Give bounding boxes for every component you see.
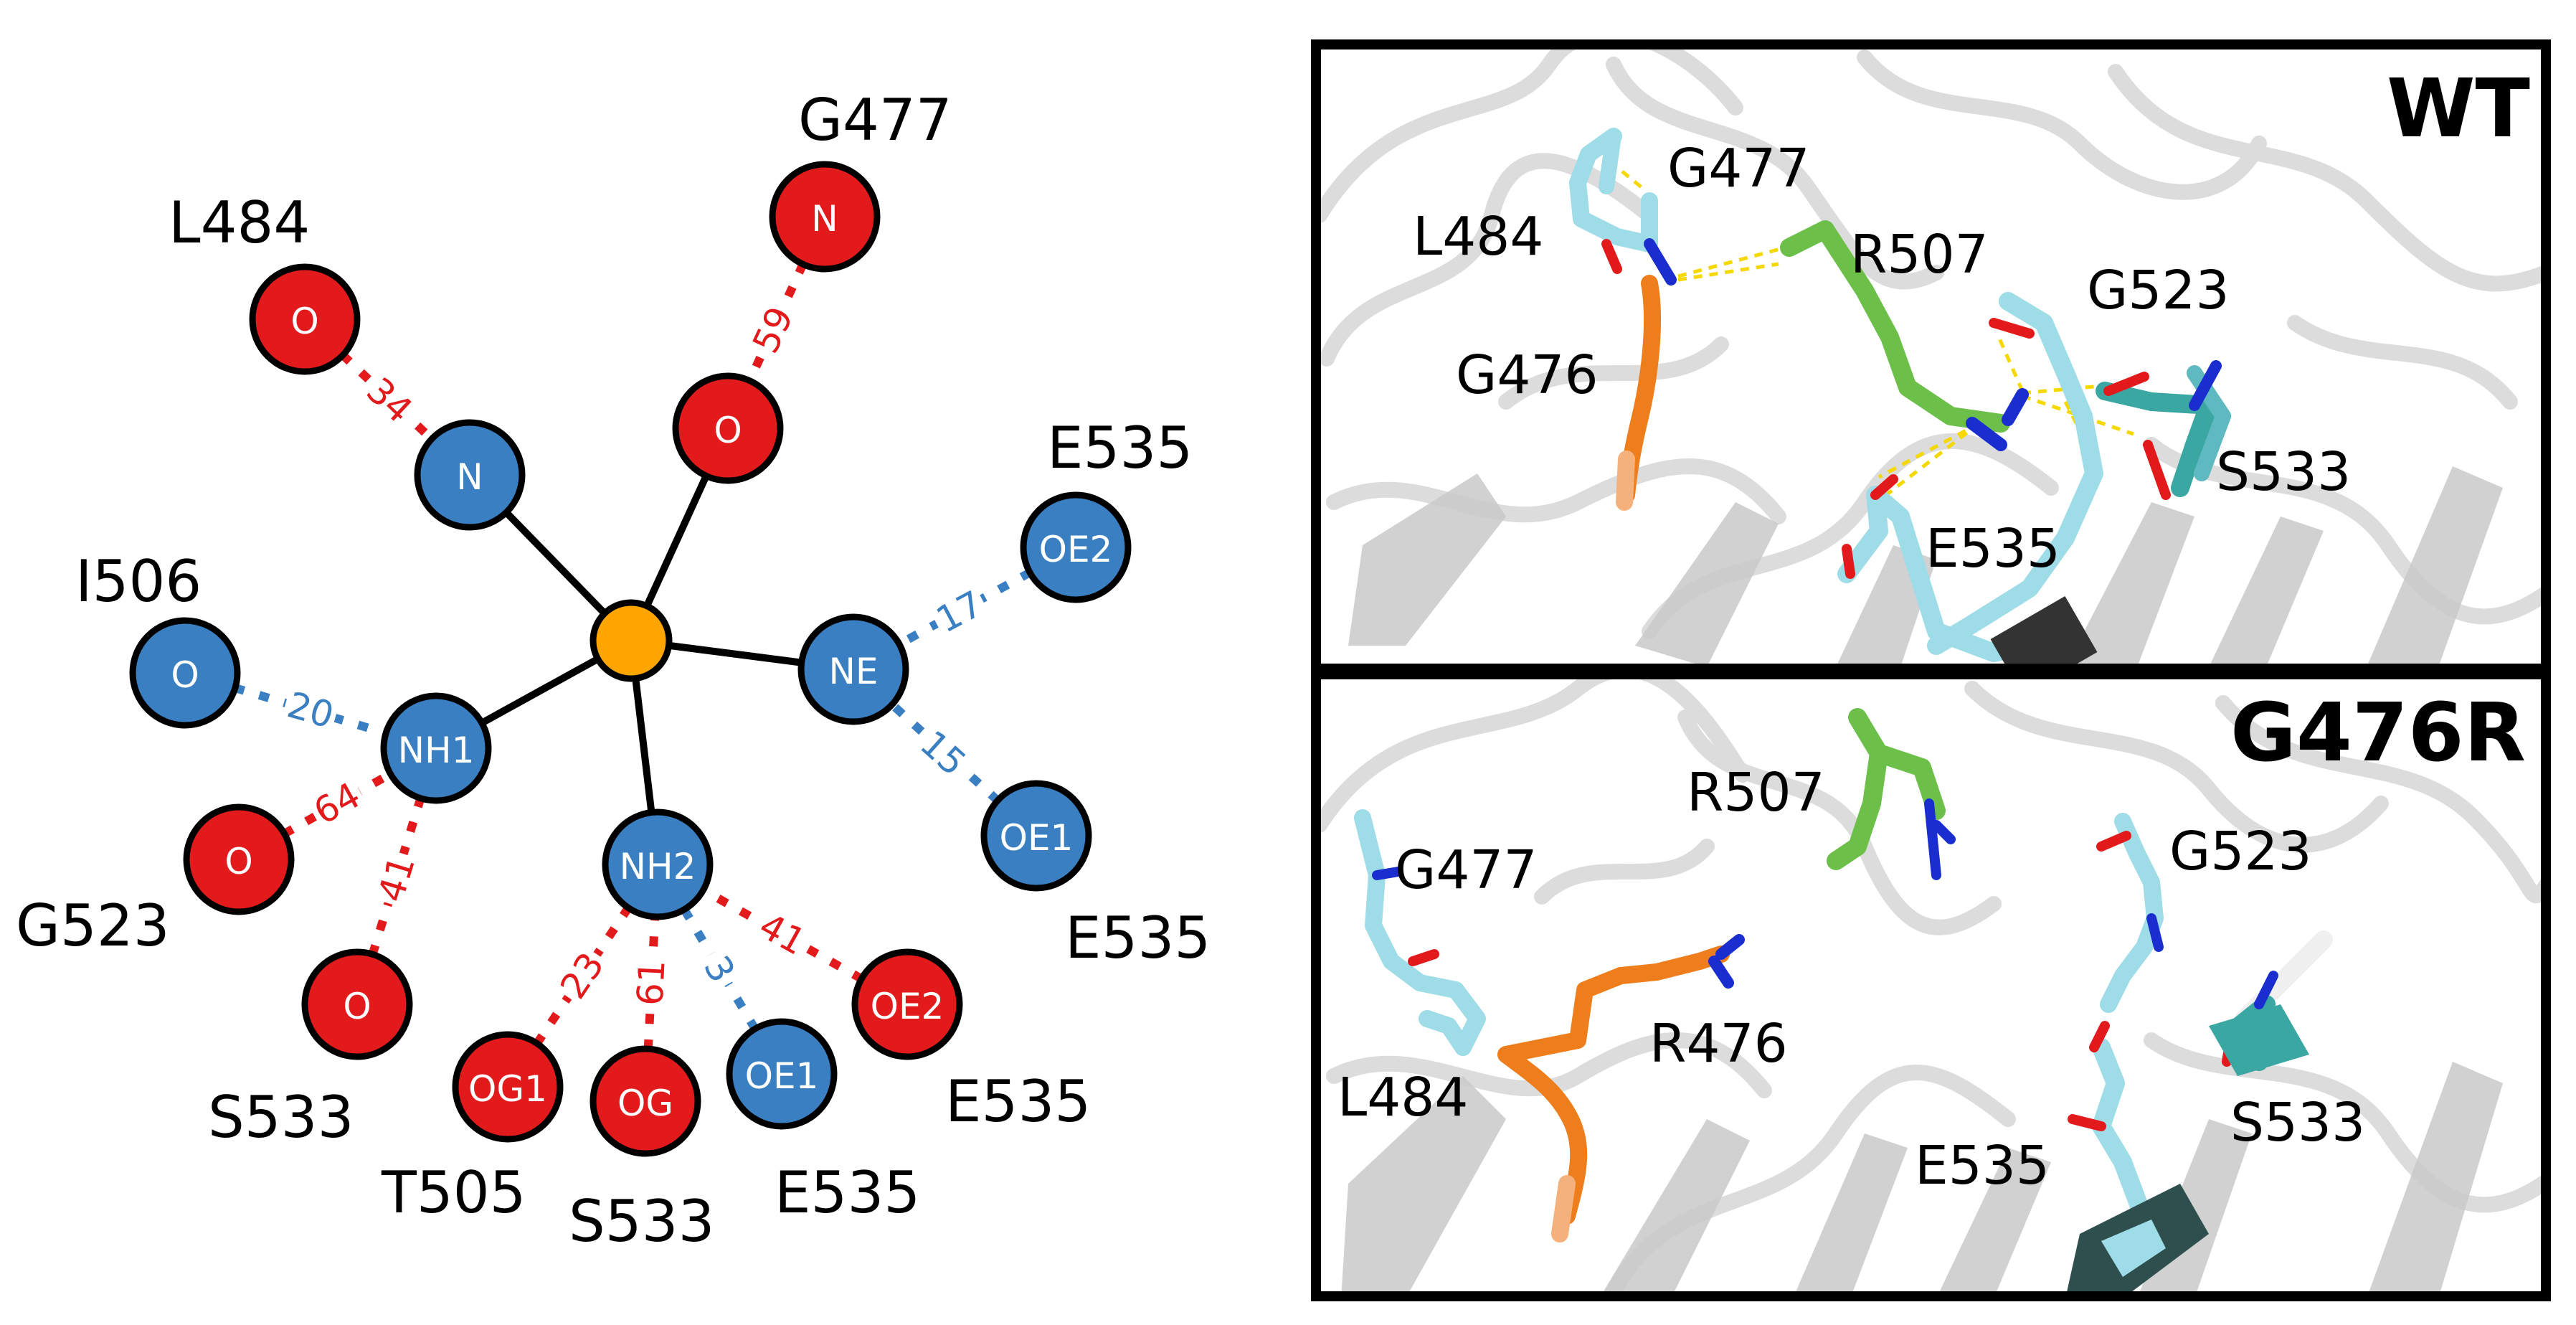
center-atom [589, 599, 673, 682]
atom-s533-og [589, 1045, 701, 1157]
residue-label-l484: L484 [169, 189, 310, 256]
distance-label: 23 [552, 945, 612, 1006]
atom-label: OG1 [468, 1068, 547, 1110]
atom-label: O [171, 654, 199, 696]
e535-cyan-stick [1837, 486, 2039, 662]
wt-label-s533: S533 [2216, 441, 2351, 503]
stick-residues [1569, 128, 2231, 662]
residue-label-t505: T505 [381, 1159, 526, 1226]
atom-i506-o [129, 617, 241, 729]
mut-label-e535: E535 [1915, 1135, 2050, 1197]
residue-label-g523: G523 [16, 892, 170, 959]
mut-label-g523: G523 [2169, 821, 2312, 882]
wt-label-r507: R507 [1850, 224, 1989, 286]
r476-orange-stick [1497, 946, 1730, 1225]
wt-label-g523: G523 [2087, 260, 2230, 321]
atom-label: OE2 [1039, 529, 1113, 570]
atom-nh2 [602, 808, 714, 920]
wt-label-g476: G476 [1456, 344, 1599, 406]
atom-l484-o [249, 263, 361, 375]
distance-label: 59 [744, 301, 801, 359]
atom-label: O [343, 986, 371, 1027]
distance-label: 17 [929, 583, 989, 641]
atom-g477-n [769, 161, 881, 273]
atom-n [414, 419, 526, 531]
atom-label: OE1 [745, 1055, 819, 1097]
atom-o [672, 372, 784, 484]
residue-label-e535-bottom: E535 [775, 1159, 920, 1226]
atom-nodes [129, 161, 1132, 1157]
atom-texts: N O NE NH1 NH2 O N O OE2 OE1 O O OG1 OG … [171, 198, 1112, 1124]
residue-label-e535-top: E535 [1047, 415, 1193, 481]
panel-title-wt: WT [2387, 62, 2530, 156]
wt-label-e535: E535 [1926, 518, 2060, 580]
mut-label-r476: R476 [1649, 1013, 1788, 1075]
atom-label: O [224, 841, 252, 882]
residue-label-s533-bottom: S533 [569, 1188, 714, 1255]
residue-label-s533: S533 [208, 1084, 354, 1151]
cartoon-ribbons [1316, 44, 2546, 639]
panel-title-g476r: G476R [2230, 687, 2526, 780]
mut-label-s533: S533 [2230, 1092, 2365, 1154]
atom-g523-o [183, 803, 295, 915]
atom-s533-o [301, 948, 413, 1060]
distance-label: 64 [307, 774, 367, 833]
mut-label-l484: L484 [1337, 1067, 1468, 1128]
residue-labels: L484 G477 I506 E535 E535 G523 S533 T505 … [16, 87, 1211, 1255]
panel-g476r-border [1311, 669, 2551, 1301]
atom-label: OG [617, 1083, 673, 1124]
beta-sheets-mut [1341, 1062, 2503, 1296]
residue-label-e535-right: E535 [1065, 905, 1211, 971]
wt-label-l484: L484 [1413, 206, 1543, 268]
wt-label-g477: G477 [1667, 138, 1810, 199]
atom-ne [797, 613, 909, 725]
atom-nh1 [380, 692, 492, 804]
atom-label: O [714, 410, 742, 451]
atom-label: NH1 [398, 730, 475, 771]
mut-label-r507: R507 [1687, 762, 1825, 824]
distance-label: 41 [752, 905, 813, 963]
atom-t505-og1 [452, 1031, 564, 1143]
r507-green-stick [1780, 220, 2010, 433]
hbond-lines [1609, 160, 2134, 496]
residue-label-i506: I506 [75, 548, 202, 615]
atom-label: N [456, 456, 483, 498]
atom-e535-oe1-bottom [726, 1018, 838, 1130]
atom-label: N [811, 198, 838, 240]
atom-label: OE2 [871, 986, 944, 1027]
atom-e535-oe1-right [980, 780, 1092, 892]
teal-sheet-mut [2209, 1004, 2309, 1076]
panel-wt: WT G477 L484 R507 G523 G476 S533 E535 [1311, 39, 2551, 674]
distance-label: 61 [629, 959, 673, 1007]
g476r-labels: R507 G477 G523 R476 L484 S533 E535 [1337, 762, 2365, 1197]
atom-label: O [290, 301, 318, 342]
panel-g476r: G476R R507 G477 G523 R476 L484 S533 E535 [1311, 669, 2551, 1301]
g477-cyan-stick-mut [1354, 809, 1486, 1056]
panel-wt-border [1311, 39, 2551, 674]
dark-sheet-wt [1990, 596, 2098, 669]
atom-label: NE [829, 651, 879, 692]
atom-label: OE1 [1000, 817, 1074, 859]
atom-e535-oe2-bottom [851, 948, 963, 1060]
atom-e535-oe2-top [1020, 491, 1132, 603]
residue-label-e535-bottomright: E535 [945, 1068, 1091, 1135]
residue-label-g477: G477 [798, 87, 952, 154]
r507-green-stick-mut [1827, 708, 1946, 870]
interaction-network: 34 59 17 15 20 64 [16, 87, 1211, 1255]
mut-label-g477: G477 [1395, 839, 1538, 901]
wt-labels: G477 L484 R507 G523 G476 S533 E535 [1413, 138, 2351, 580]
stick-residues-mut [1354, 708, 2333, 1243]
g523-cyan-stick [1927, 292, 2103, 655]
atom-label: NH2 [620, 846, 696, 887]
